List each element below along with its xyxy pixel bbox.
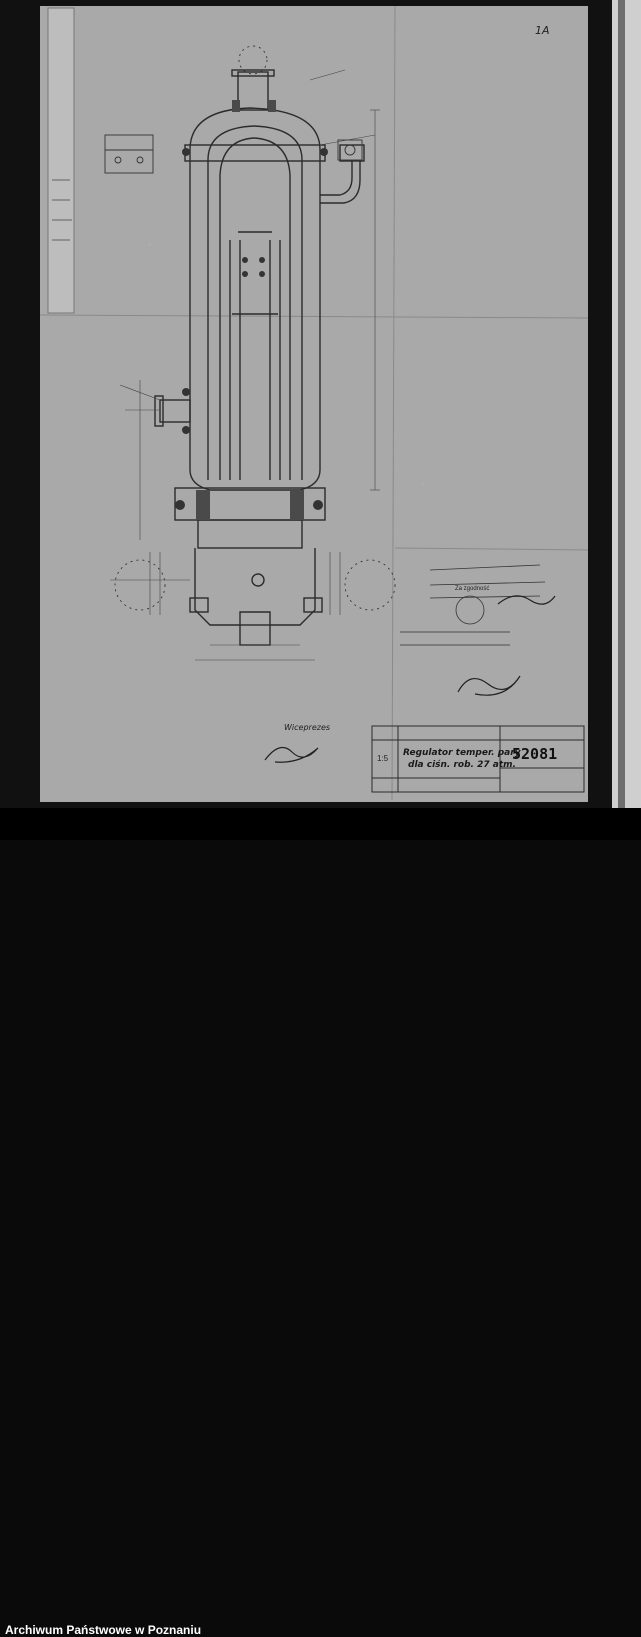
signatures (264, 595, 556, 763)
drawing-title-line1: Regulator temper. pary (403, 748, 521, 758)
archive-caption: Archiwum Państwowe w Poznaniu (5, 1623, 202, 1637)
drawing-title-line2: dla ciśn. rob. 27 atm. (408, 760, 516, 770)
flange-bolt-patterns (114, 45, 396, 611)
hatched-sections (196, 100, 304, 520)
title-block (371, 725, 585, 793)
technical-drawing (39, 5, 589, 801)
detail-view-top-left (104, 134, 154, 174)
detail-view-right (337, 139, 363, 161)
fold-lines (39, 5, 589, 801)
stamp-label: Za zgodność (455, 586, 490, 592)
drawing-scale: 1:5 (377, 754, 389, 763)
scanner-frame-edge (612, 0, 641, 808)
sheet-number: 1A (535, 24, 550, 37)
folded-strip-lines (52, 179, 72, 241)
approval-stamps (400, 564, 546, 646)
archive-footer: Archiwum Państwowe w Poznaniu (0, 808, 641, 1637)
dimension-lines (110, 69, 380, 661)
vessel-drawing (154, 69, 365, 646)
drawing-sheet (40, 6, 588, 802)
bolt-circles (175, 148, 328, 510)
scan-area: 1A Regulator temper. pary dla ciśn. rob.… (0, 0, 641, 808)
approval-label: Wiceprezes (284, 723, 331, 732)
folded-strip (47, 7, 75, 314)
scanner-frame-shadow (618, 0, 625, 808)
drawing-number: 52081 (512, 745, 558, 763)
